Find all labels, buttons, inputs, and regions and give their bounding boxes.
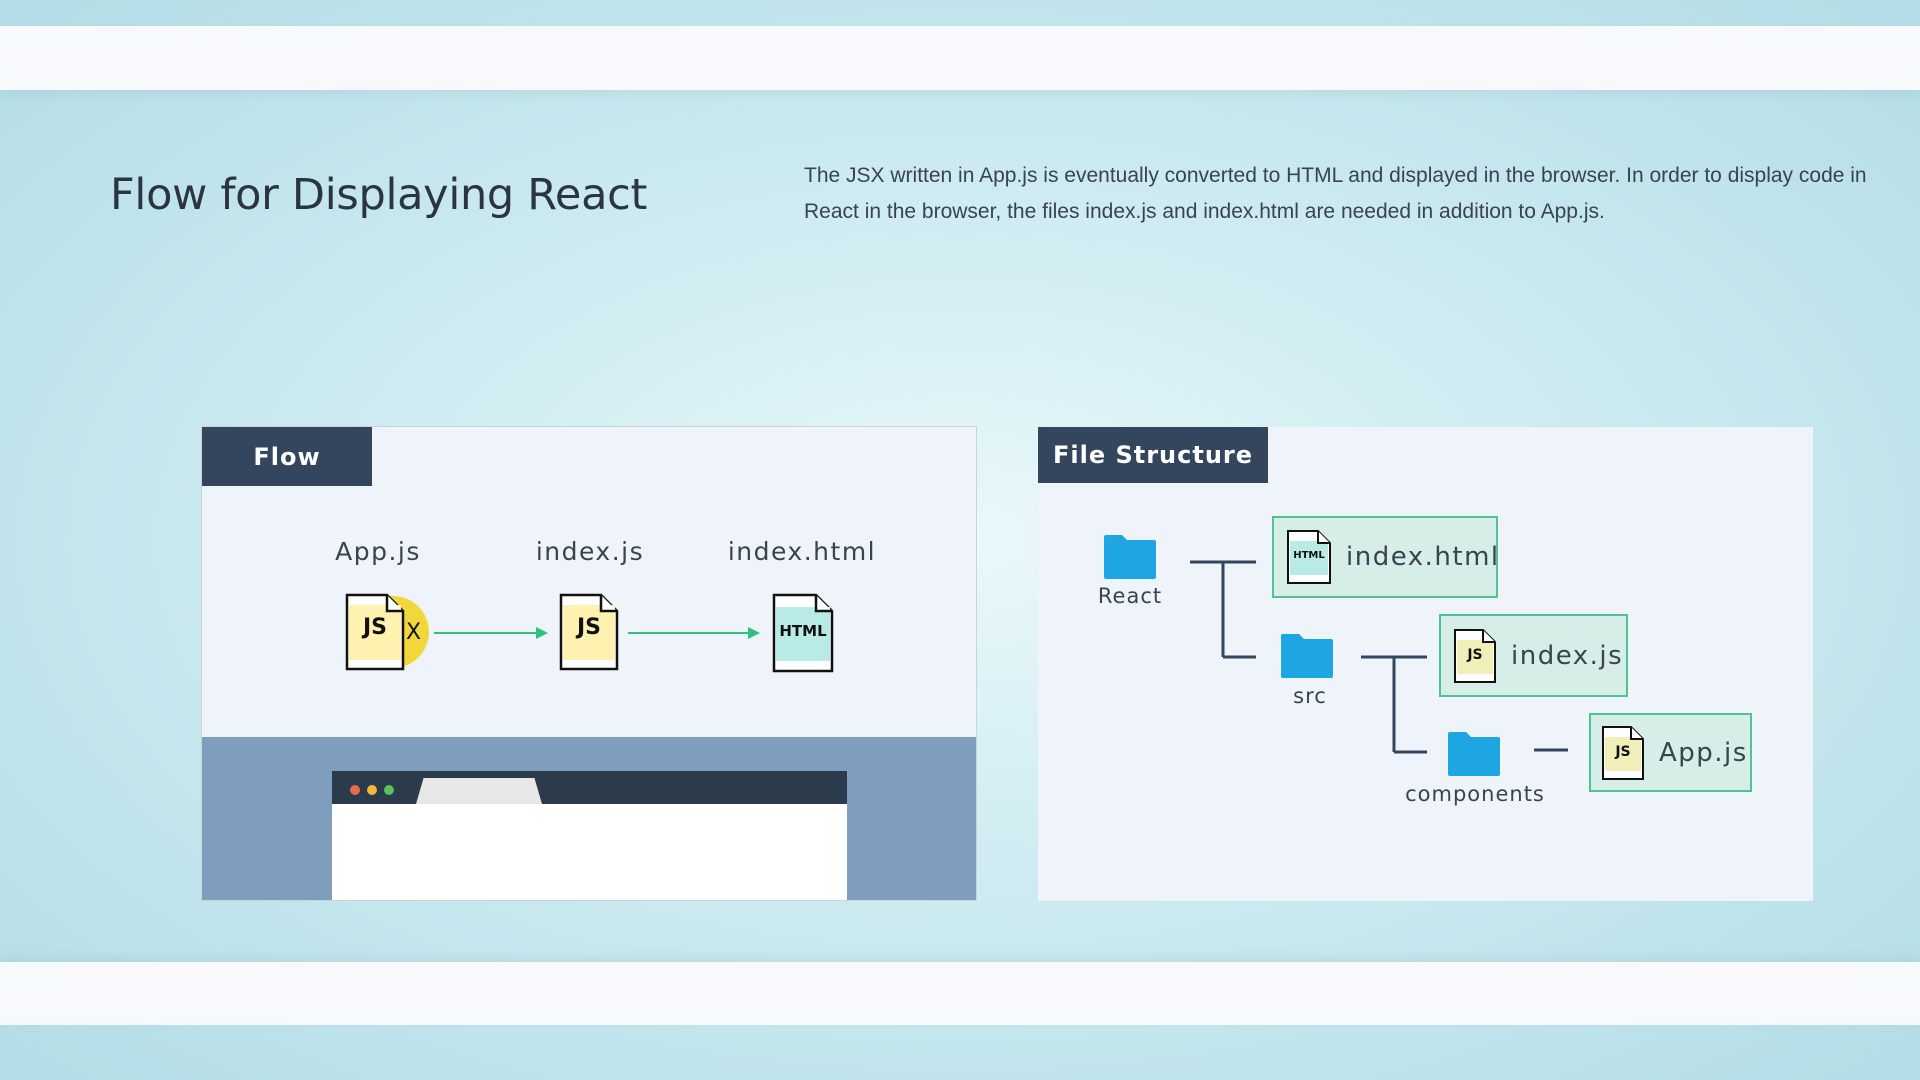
page-description: The JSX written in App.js is eventually … — [804, 164, 1867, 223]
flow-panel: Flow App.js index.js index.html JS X JS — [201, 426, 977, 901]
components-folder-icon — [1448, 732, 1500, 776]
tree-connector-lines — [1190, 560, 1568, 754]
file-name-appjs: App.js — [1659, 737, 1748, 768]
file-name-indexjs: index.js — [1511, 640, 1624, 671]
file-box-indexhtml: HTML index.html — [1272, 516, 1498, 598]
indexjs-file-icon: JS — [1453, 628, 1497, 684]
appjs-file-icon: JS — [1601, 725, 1645, 781]
indexjs-file-icon-text: JS — [576, 615, 602, 640]
bottom-band — [0, 962, 1920, 1025]
flow-step-label-indexjs: index.js — [535, 537, 645, 566]
browser-window — [332, 771, 847, 900]
indexhtml-file-icon: HTML — [1286, 529, 1332, 585]
indexhtml-file-icon-text: HTML — [1293, 550, 1325, 561]
jsx-badge-text: X — [406, 620, 422, 645]
page-title: Flow for Displaying React — [110, 170, 648, 220]
file-box-indexjs: JS index.js — [1439, 614, 1628, 697]
indexhtml-file-icon-text: HTML — [779, 622, 827, 640]
folder-label-components: components — [1405, 782, 1545, 806]
browser-minimize-dot-icon — [367, 785, 377, 795]
browser-close-dot-icon — [350, 785, 360, 795]
folder-label-src: src — [1293, 684, 1327, 708]
file-structure-panel-tag: File Structure — [1038, 427, 1268, 483]
flow-panel-tag: Flow — [202, 427, 372, 486]
top-band — [0, 26, 1920, 90]
indexjs-file-icon-text: JS — [1467, 646, 1483, 663]
flow-arrow-icon — [628, 627, 760, 639]
browser-area — [202, 737, 976, 900]
browser-tab — [416, 778, 542, 804]
indexhtml-file-icon: HTML — [772, 593, 834, 673]
browser-title-bar — [332, 771, 847, 804]
appjs-file-icon: JS — [345, 593, 405, 671]
appjs-file-icon-text: JS — [362, 615, 388, 640]
file-name-indexhtml: index.html — [1346, 542, 1500, 572]
src-folder-icon — [1281, 634, 1333, 678]
appjs-file-icon-text: JS — [1615, 743, 1631, 760]
flow-step-label-indexhtml: index.html — [727, 537, 877, 566]
indexjs-file-icon: JS — [559, 593, 619, 671]
folder-label-react: React — [1097, 584, 1163, 608]
flow-arrow-icon — [434, 627, 548, 639]
react-folder-icon — [1104, 535, 1156, 579]
file-structure-panel: File Structure React src components — [1038, 427, 1813, 901]
flow-step-label-appjs: App.js — [335, 537, 421, 566]
file-box-appjs: JS App.js — [1589, 713, 1752, 792]
browser-maximize-dot-icon — [384, 785, 394, 795]
